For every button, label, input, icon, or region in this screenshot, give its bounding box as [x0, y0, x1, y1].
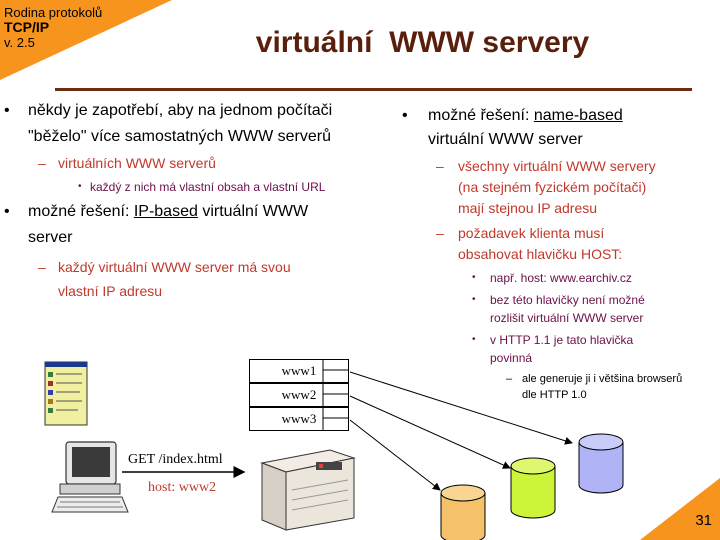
server-label-www3: www3 — [281, 411, 317, 426]
subsubbullet-text-line2: rozlišit virtuální WWW server — [490, 311, 644, 325]
bullet-ip-based: možné řešení: IP-based virtuální WWW ser… — [0, 199, 390, 251]
bullet-text-line1: možné řešení: name-based — [428, 104, 720, 128]
server-label-www1: www1 — [281, 363, 317, 378]
subbullet-host-header: požadavek klienta musí obsahovat hlavičk… — [398, 223, 720, 265]
request-label: GET /index.html — [128, 452, 223, 467]
subsubbullet-text-line1: v HTTP 1.1 je tato hlavička — [490, 333, 634, 347]
corner-decoration-bottom — [640, 478, 720, 540]
subsubbullet-text-line2: povinná — [490, 351, 533, 365]
subbullet-same-ip: všechny virtuální WWW servery (na stejné… — [398, 156, 720, 219]
subbullet-text-line3: mají stejnou IP adresu — [458, 200, 598, 216]
text-suffix: virtuální WWW — [197, 203, 309, 220]
corner-decoration-top — [0, 0, 172, 80]
browser-window-icon — [44, 361, 88, 426]
database-icon — [440, 484, 486, 540]
arrow-www2-db — [349, 395, 511, 469]
series-line1: Rodina protokolů — [4, 5, 103, 20]
subsubbullet-text-line1: bez této hlavičky není možné — [490, 293, 645, 307]
server-box-www1: www1 — [249, 359, 349, 383]
client-computer-icon — [51, 441, 129, 513]
subsubbullet-example: např. host: www.earchiv.cz — [398, 269, 720, 287]
subbullet-text: virtuálních WWW serverů — [58, 155, 216, 171]
title-rule — [55, 88, 692, 91]
series-line2: TCP/IP — [4, 19, 50, 35]
host-header-label: host: www2 — [148, 480, 217, 495]
bullet-text-line1: možné řešení: IP-based virtuální WWW — [28, 199, 390, 225]
bullet-text-line2: virtuální WWW server — [428, 131, 583, 148]
bullet-name-based: možné řešení: name-based virtuální WWW s… — [398, 104, 720, 152]
database-icon — [578, 433, 624, 494]
subbullet-own-ip: každý virtuální WWW server má svou vlast… — [0, 255, 390, 303]
server-box-www2: www2 — [249, 383, 349, 407]
subsubbullet-required: bez této hlavičky není možné rozlišit vi… — [398, 291, 720, 327]
subsubbullet-own-content: každý z nich má vlastní obsah a vlastní … — [0, 178, 390, 196]
server-machine-icon — [260, 449, 356, 531]
subbullet-virtual-servers: virtuálních WWW serverů — [0, 152, 390, 174]
text-underlined: IP-based — [133, 203, 198, 220]
subbullet-text-line1: všechny virtuální WWW servery — [458, 158, 656, 174]
bullet-text-line1: někdy je zapotřebí, aby na jednom počíta… — [28, 102, 333, 119]
subbullet-text-line2: (na stejném fyzickém počítači) — [458, 179, 647, 195]
arrow-www1-db — [349, 371, 573, 445]
left-column: někdy je zapotřebí, aby na jednom počíta… — [0, 98, 390, 303]
slide-title: virtuální WWW servery — [255, 26, 590, 59]
database-icon — [510, 457, 556, 519]
series-line3: v. 2.5 — [4, 35, 35, 50]
text-underlined: name-based — [533, 107, 623, 124]
subsubsubbullet-text-line1: ale generuje ji i většina browserů — [522, 373, 683, 385]
arrow-www3-db — [349, 419, 441, 491]
text-prefix: možné řešení: — [428, 107, 534, 124]
subsubbullet-text: každý z nich má vlastní obsah a vlastní … — [90, 180, 326, 194]
bullet-text-line2: server — [28, 229, 73, 246]
server-label-www2: www2 — [281, 387, 317, 402]
bullet-multiple-servers: někdy je zapotřebí, aby na jednom počíta… — [0, 98, 390, 150]
bullet-text-line2: "běželo" více samostatných WWW serverů — [28, 128, 331, 145]
text-prefix: možné řešení: — [28, 203, 134, 220]
series-label: Rodina protokolů TCP/IP v. 2.5 — [4, 5, 102, 50]
subsubsubbullet-browsers: ale generuje ji i většina browserů dle H… — [398, 371, 720, 403]
subsubbullet-http11: v HTTP 1.1 je tato hlavička povinná — [398, 331, 720, 367]
server-box-www3: www3 — [249, 407, 349, 431]
subsubsubbullet-text-line2: dle HTTP 1.0 — [522, 389, 587, 401]
right-column: možné řešení: name-based virtuální WWW s… — [398, 104, 720, 403]
subbullet-text-line2: obsahovat hlavičku HOST: — [458, 246, 623, 262]
page-number: 31 — [695, 512, 712, 529]
subbullet-text-line1: požadavek klienta musí — [458, 225, 605, 241]
subbullet-text-line1: každý virtuální WWW server má svou — [58, 259, 291, 275]
subbullet-text-line2: vlastní IP adresu — [58, 283, 163, 299]
subsubbullet-text: např. host: www.earchiv.cz — [490, 271, 632, 285]
